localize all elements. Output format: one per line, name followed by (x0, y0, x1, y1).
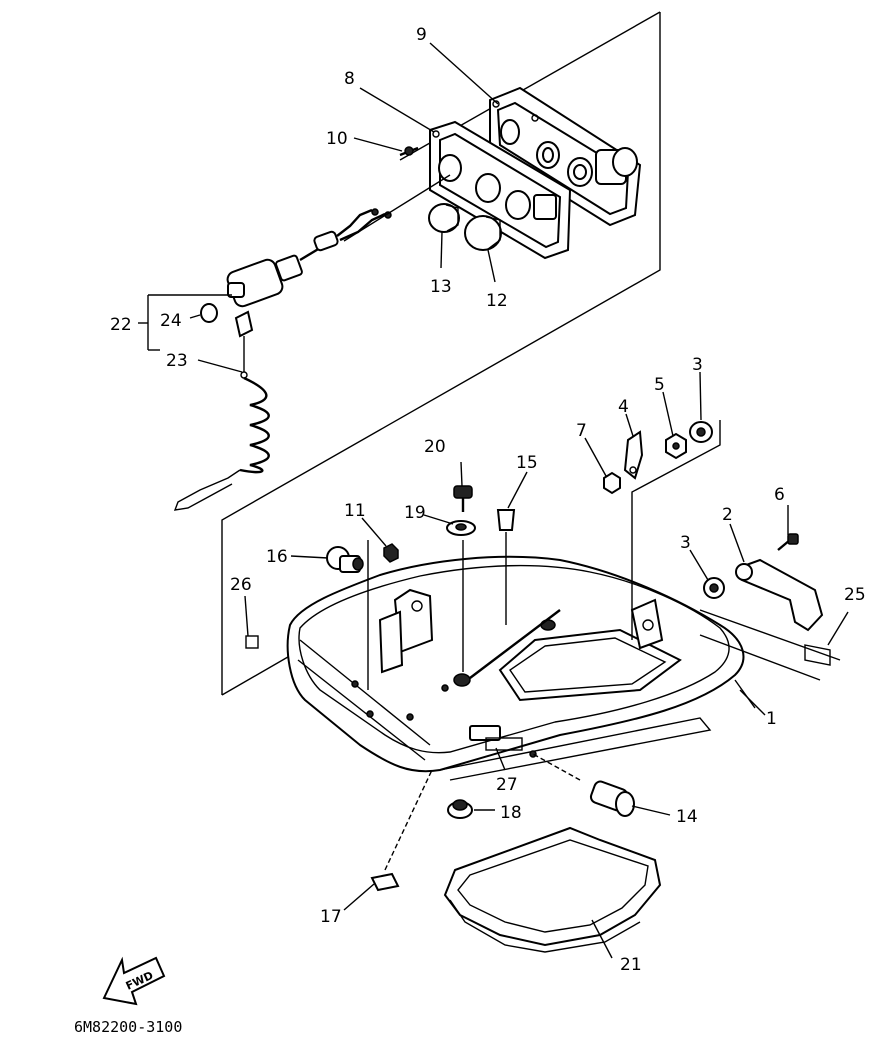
plug-15 (496, 509, 516, 531)
screw-10 (399, 146, 419, 157)
label-16: 16 (266, 547, 288, 567)
bolt-6 (777, 533, 799, 551)
label-15: 15 (516, 453, 538, 473)
bottom-cowling (286, 555, 756, 781)
label-11: 11 (344, 501, 366, 521)
right-bracket-frame (631, 420, 841, 681)
label-5: 5 (654, 375, 665, 395)
nut-7 (603, 471, 621, 495)
label-3-top: 3 (692, 355, 703, 375)
washer-3-top (689, 421, 713, 443)
label-3-lower: 3 (680, 533, 691, 553)
label-22: 22 (110, 315, 132, 335)
bolt-20 (453, 485, 473, 512)
label-25 (804, 644, 831, 666)
lever-2 (735, 558, 824, 632)
label-8: 8 (344, 69, 355, 89)
label-27: 27 (496, 775, 518, 795)
part-labels: 9 8 10 13 12 22 24 23 3 5 4 7 20 15 6 19… (110, 25, 866, 975)
washer-3-lower (703, 577, 725, 599)
label-26 (245, 635, 259, 649)
bracket-4 (623, 430, 644, 480)
label-19: 19 (404, 503, 426, 523)
label-26: 26 (230, 575, 252, 595)
inner-switch-plate (429, 120, 572, 260)
outer-switch-plate (489, 86, 642, 227)
label-2: 2 (722, 505, 733, 525)
label-18: 18 (500, 803, 522, 823)
label-9: 9 (416, 25, 427, 45)
plug-13 (428, 203, 460, 233)
diagram-code: 6M82200-3100 (74, 1018, 182, 1036)
label-1: 1 (766, 709, 777, 729)
grommet-19 (446, 520, 476, 536)
label-23: 23 (166, 351, 188, 371)
grommet-16 (326, 546, 364, 573)
label-4: 4 (618, 397, 629, 417)
label-12: 12 (486, 291, 508, 311)
nut-11 (383, 543, 399, 563)
plug-12 (464, 215, 502, 251)
leader-lines (138, 42, 849, 959)
label-20: 20 (424, 437, 446, 457)
grommet-18 (447, 799, 473, 819)
plug-14 (589, 780, 635, 817)
label-25: 25 (844, 585, 866, 605)
label-13: 13 (430, 277, 452, 297)
nut-5 (665, 432, 687, 460)
label-10: 10 (326, 129, 348, 149)
label-24: 24 (160, 311, 182, 331)
label-6: 6 (774, 485, 785, 505)
label-7: 7 (576, 421, 587, 441)
label-17: 17 (320, 907, 342, 927)
seal-21 (443, 826, 662, 953)
main-switch-assembly (173, 174, 451, 511)
fwd-arrow-icon: FWD (102, 956, 166, 1006)
label-14: 14 (676, 807, 698, 827)
clip-17 (370, 872, 400, 892)
label-21: 21 (620, 955, 642, 975)
